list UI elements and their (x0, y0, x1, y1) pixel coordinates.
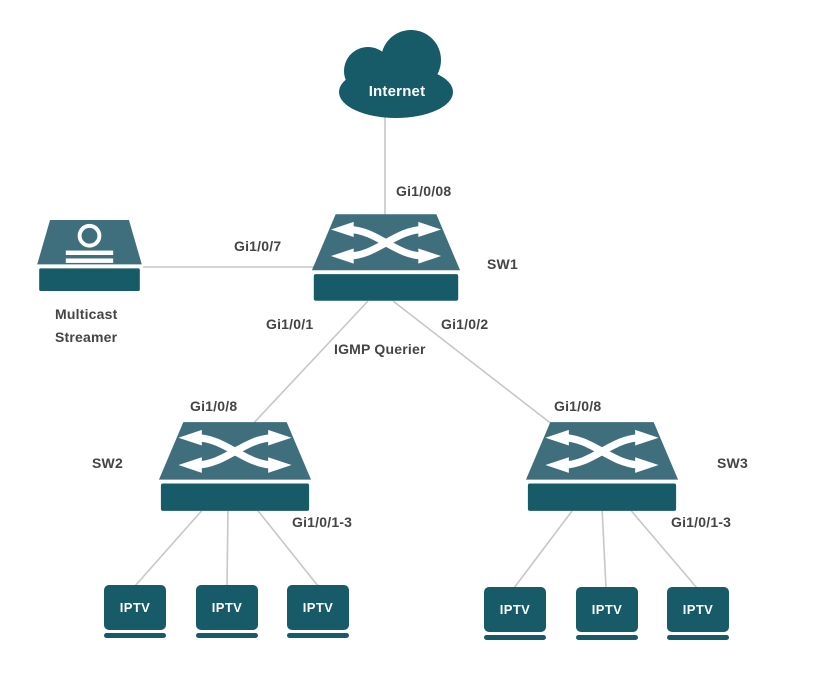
link-sw3-iptv5 (601, 506, 607, 589)
iptv-client-node: IPTV (104, 585, 166, 638)
tv-base (484, 635, 546, 640)
port-label-sw1-internet: Gi1/0/08 (396, 183, 452, 199)
internet-cloud-node: Internet (333, 27, 461, 119)
port-label-sw2-uplink: Gi1/0/8 (190, 398, 238, 414)
switch-icon (524, 421, 680, 511)
switch-icon (310, 211, 462, 303)
tv-base (287, 633, 349, 638)
node-label-sw1: SW1 (487, 256, 518, 272)
iptv-label: IPTV (287, 585, 349, 630)
iptv-client-node: IPTV (667, 587, 729, 640)
node-label-multicast-streamer: Multicast Streamer (55, 303, 145, 349)
link-sw3-iptv4 (513, 506, 576, 589)
switch-sw1-node (310, 211, 462, 303)
igmp-querier-label: IGMP Querier (334, 341, 426, 357)
port-label-sw1-to-sw3: Gi1/0/2 (441, 316, 489, 332)
port-label-sw3-uplink: Gi1/0/8 (554, 398, 602, 414)
link-sw3-iptv6 (627, 506, 698, 589)
link-sw2-iptv1 (134, 506, 206, 587)
tv-base (104, 633, 166, 638)
port-label-sw3-access: Gi1/0/1-3 (671, 514, 732, 530)
link-sw2-iptv3 (254, 506, 319, 587)
node-label-sw3: SW3 (717, 455, 748, 471)
iptv-label: IPTV (104, 585, 166, 630)
iptv-client-node: IPTV (196, 585, 258, 638)
iptv-label: IPTV (576, 587, 638, 632)
node-label-sw2: SW2 (92, 455, 123, 471)
tv-base (667, 635, 729, 640)
link-sw1-sw3 (392, 300, 554, 426)
internet-label: Internet (368, 83, 426, 100)
switch-sw2-node (157, 421, 313, 511)
tv-base (576, 635, 638, 640)
media-server-icon (35, 219, 144, 292)
port-label-sw2-access: Gi1/0/1-3 (292, 514, 353, 530)
iptv-client-node: IPTV (576, 587, 638, 640)
switch-sw3-node (524, 421, 680, 511)
port-label-sw1-to-sw2: Gi1/0/1 (266, 316, 314, 332)
link-sw1-sw2 (249, 300, 369, 428)
iptv-label: IPTV (484, 587, 546, 632)
iptv-label: IPTV (196, 585, 258, 630)
tv-base (196, 633, 258, 638)
internet-cloud-icon (333, 27, 461, 119)
multicast-streamer-node (35, 219, 144, 292)
link-sw2-iptv2 (226, 506, 229, 587)
streamer-label-line1: Multicast (55, 306, 118, 322)
iptv-label: IPTV (667, 587, 729, 632)
switch-icon (157, 421, 313, 511)
streamer-label-line2: Streamer (55, 329, 118, 345)
iptv-client-node: IPTV (287, 585, 349, 638)
iptv-client-node: IPTV (484, 587, 546, 640)
port-label-sw1-streamer: Gi1/0/7 (234, 238, 282, 254)
